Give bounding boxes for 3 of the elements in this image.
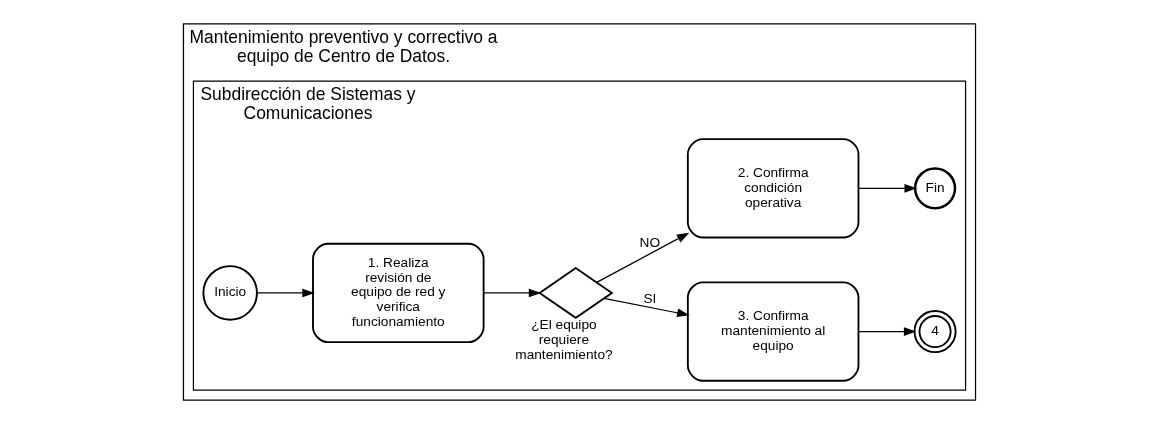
- edge-label: NO: [639, 234, 661, 250]
- node-label: ¿El equipo requiere mantenimiento?: [515, 316, 613, 362]
- edge-label: SI: [643, 290, 657, 306]
